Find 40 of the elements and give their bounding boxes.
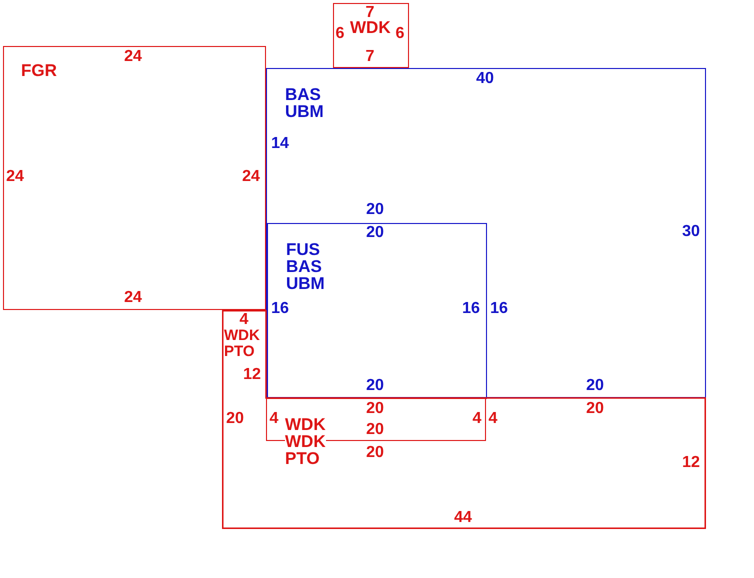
room-outline xyxy=(333,3,409,68)
dimension-label: 16 xyxy=(462,301,480,317)
dimension-label: 7 xyxy=(366,5,374,21)
dimension-label: 24 xyxy=(6,169,24,185)
dimension-label: 4 xyxy=(472,411,482,427)
dimension-label: 12 xyxy=(682,455,700,471)
dimension-label: 24 xyxy=(242,169,260,185)
dimension-label: 7 xyxy=(366,49,374,65)
dimension-label: 20 xyxy=(366,378,384,394)
dimension-label: 6 xyxy=(396,26,404,42)
dimension-label: 16 xyxy=(490,301,508,317)
dimension-label: 40 xyxy=(476,71,494,87)
dimension-label: 6 xyxy=(336,26,344,42)
room-label: BAS UBM xyxy=(285,86,324,120)
dimension-label: 16 xyxy=(271,301,289,317)
room-outline xyxy=(267,223,487,399)
dimension-label: 4 xyxy=(488,411,498,427)
dimension-label: 20 xyxy=(226,411,244,427)
dimension-label: 4 xyxy=(270,411,278,427)
room-label: FUS BAS UBM xyxy=(286,241,325,292)
room-label: WDK xyxy=(350,19,391,36)
dimension-label: 20 xyxy=(366,202,384,218)
room-outline xyxy=(266,68,706,398)
room-label: WDK PTO xyxy=(224,328,260,360)
dimension-label: 20 xyxy=(586,401,604,417)
dimension-label: 20 xyxy=(586,378,604,394)
room-label: FGR xyxy=(21,62,57,79)
dimension-label: 20 xyxy=(366,225,384,241)
dimension-label: 44 xyxy=(454,510,472,526)
room-label: WDK WDK PTO xyxy=(285,416,326,467)
dimension-label: 20 xyxy=(366,445,384,461)
dimension-label: 4 xyxy=(240,312,248,328)
room-outline xyxy=(3,46,266,310)
dimension-label: 14 xyxy=(271,136,289,152)
dimension-label: 30 xyxy=(682,224,700,240)
dimension-label: 24 xyxy=(124,290,142,306)
dimension-label: 12 xyxy=(243,367,261,383)
dimension-label: 24 xyxy=(124,49,142,65)
dimension-label: 20 xyxy=(366,401,384,417)
dimension-label: 20 xyxy=(366,422,384,438)
